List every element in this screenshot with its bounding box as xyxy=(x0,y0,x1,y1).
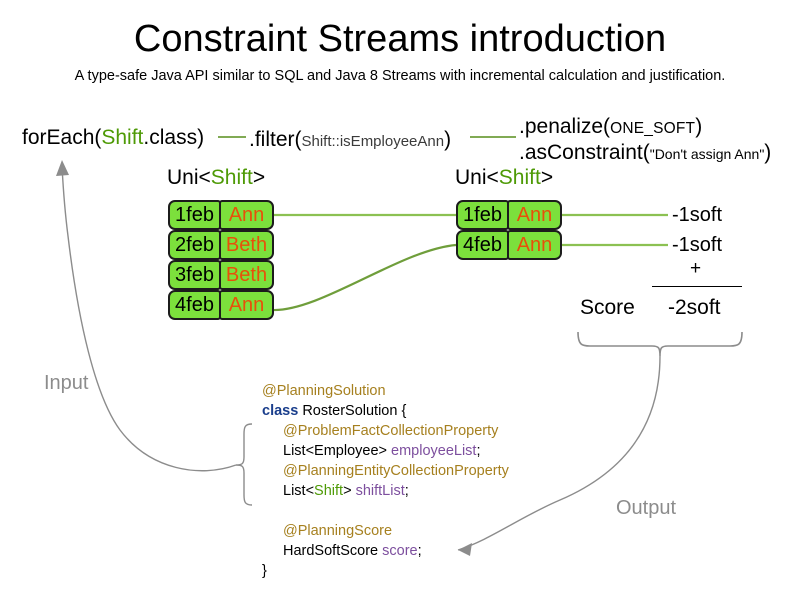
code-token: employeeList xyxy=(391,443,477,459)
tuple-connector-4feb xyxy=(271,243,457,312)
expr-filter-suffix: ) xyxy=(444,128,452,151)
code-token: } xyxy=(262,563,267,579)
code-line: @PlanningSolution xyxy=(262,381,509,401)
code-token xyxy=(262,503,266,519)
tuple-cell-employee: Ann xyxy=(219,200,274,230)
code-token: > xyxy=(343,483,356,499)
code-token: List<Employee> xyxy=(283,443,392,459)
expr-filter-method-ref: ::isEmployeeAnn xyxy=(331,133,445,150)
code-token: ; xyxy=(476,443,481,459)
tuple-cell-date: 4feb xyxy=(456,230,509,260)
penalty-value: -1soft xyxy=(672,234,723,256)
expr-foreach-suffix: .class) xyxy=(143,126,205,149)
code-line: } xyxy=(262,561,509,581)
expr-as-constraint-prefix: .asConstraint( xyxy=(519,141,650,164)
code-token: RosterSolution { xyxy=(298,403,407,419)
expr-as-constraint: .asConstraint("Don't assign Ann") xyxy=(519,142,771,163)
code-block: @PlanningSolution class RosterSolution { @… xyxy=(262,381,509,581)
page-title: Constraint Streams introduction xyxy=(133,18,667,60)
uni-left-suffix: > xyxy=(252,166,266,189)
code-token: Shift xyxy=(314,483,344,499)
code-token: class xyxy=(262,403,299,419)
code-token: HardSoftScore xyxy=(283,543,383,559)
code-token: @PlanningEntityCollectionProperty xyxy=(283,463,509,479)
expr-penalize-arg: ONE_SOFT xyxy=(610,120,696,137)
tuple-cell-date: 1feb xyxy=(456,200,509,230)
code-token: @PlanningSolution xyxy=(262,383,386,399)
code-line: HardSoftScore score; xyxy=(262,541,509,561)
code-token: ; xyxy=(417,543,422,559)
table-row: 4feb Ann xyxy=(168,290,274,320)
penalty-value: -1soft xyxy=(672,204,723,226)
uni-right-type: Shift xyxy=(498,166,541,189)
expr-penalize-prefix: .penalize( xyxy=(519,115,611,138)
input-arrow-head xyxy=(56,160,69,176)
tuple-cell-date: 3feb xyxy=(168,260,221,290)
code-token: ; xyxy=(404,483,409,499)
score-brace xyxy=(577,331,743,357)
code-token: @PlanningScore xyxy=(283,523,393,539)
score-label: Score xyxy=(580,296,635,319)
score-divider xyxy=(652,286,742,287)
uni-label-right: Uni<Shift> xyxy=(455,166,553,190)
input-label: Input xyxy=(44,372,89,394)
table-row: 1feb Ann xyxy=(168,200,274,230)
expr-as-constraint-suffix: ) xyxy=(764,141,772,164)
uni-right-prefix: Uni< xyxy=(455,166,499,189)
code-token: shiftList xyxy=(355,483,405,499)
code-line: @ProblemFactCollectionProperty xyxy=(262,421,509,441)
code-line: @PlanningEntityCollectionProperty xyxy=(262,461,509,481)
tuple-cell-date: 4feb xyxy=(168,290,221,320)
expr-filter-type: Shift xyxy=(301,133,332,150)
expr-filter-prefix: .filter( xyxy=(249,128,302,151)
code-line: class RosterSolution { xyxy=(262,401,509,421)
tuple-cell-employee: Beth xyxy=(219,260,274,290)
code-token: @ProblemFactCollectionProperty xyxy=(283,423,499,439)
code-line: List<Employee> employeeList; xyxy=(262,441,509,461)
tuple-cell-employee: Beth xyxy=(219,230,274,260)
code-line: @PlanningScore xyxy=(262,521,509,541)
table-row: 2feb Beth xyxy=(168,230,274,260)
expr-penalize-suffix: ) xyxy=(695,115,703,138)
uni-label-left: Uni<Shift> xyxy=(167,166,265,190)
code-fields-brace xyxy=(235,423,253,506)
code-line: List<Shift> shiftList; xyxy=(262,481,509,501)
uni-left-prefix: Uni< xyxy=(167,166,211,189)
uni-left-type: Shift xyxy=(210,166,253,189)
expr-foreach: forEach(Shift.class) xyxy=(22,127,204,148)
expr-foreach-type: Shift xyxy=(101,126,144,149)
expr-foreach-prefix: forEach( xyxy=(22,126,102,149)
tuple-cell-employee: Ann xyxy=(507,230,562,260)
tuple-cell-date: 1feb xyxy=(168,200,221,230)
tuple-cell-employee: Ann xyxy=(507,200,562,230)
expr-as-constraint-arg: "Don't assign Ann" xyxy=(649,146,765,162)
expr-filter: .filter(Shift::isEmployeeAnn) xyxy=(249,129,451,150)
score-plus-sign: + xyxy=(690,258,702,279)
tuple-cell-employee: Ann xyxy=(219,290,274,320)
output-label: Output xyxy=(616,497,677,519)
code-token: score xyxy=(382,543,418,559)
table-row: 3feb Beth xyxy=(168,260,274,290)
table-row: 4feb Ann xyxy=(456,230,562,260)
page-subtitle: A type-safe Java API similar to SQL and … xyxy=(74,68,726,84)
score-total-value: -2soft xyxy=(668,296,721,319)
code-token: List< xyxy=(283,483,315,499)
tuple-cell-date: 2feb xyxy=(168,230,221,260)
table-row: 1feb Ann xyxy=(456,200,562,230)
code-line xyxy=(262,501,509,521)
uni-right-suffix: > xyxy=(540,166,554,189)
expr-penalize: .penalize(ONE_SOFT) xyxy=(519,116,702,137)
